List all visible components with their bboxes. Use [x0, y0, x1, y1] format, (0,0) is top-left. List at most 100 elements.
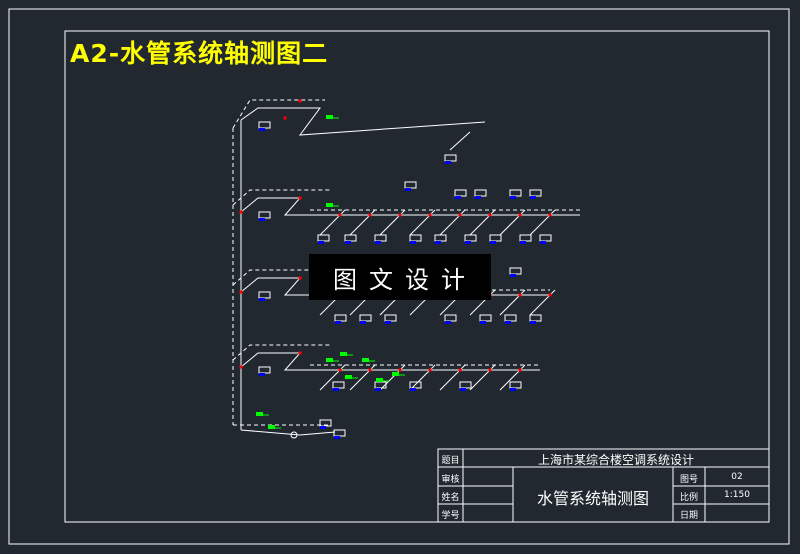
- return-pipe: [232, 344, 330, 361]
- watermark-label: 图文设计: [309, 254, 491, 300]
- valve: [298, 196, 302, 200]
- fan-coil-unit: [489, 234, 502, 242]
- fan-coil-unit: [504, 314, 517, 322]
- fan-coil-unit: [529, 314, 542, 322]
- valve: [548, 293, 552, 297]
- return-pipe: [232, 189, 330, 206]
- valve: [239, 210, 243, 214]
- row-label-title: 题目: [441, 456, 460, 466]
- valve: [398, 368, 402, 372]
- valve: [518, 368, 522, 372]
- valve: [428, 368, 432, 372]
- project-title: 上海市某综合楼空调系统设计: [537, 453, 694, 467]
- unit-tag: [268, 425, 275, 429]
- unit-base: [259, 298, 265, 301]
- unit-tag: [326, 115, 333, 119]
- fan-coil-unit: [454, 189, 467, 197]
- unit-base: [410, 241, 416, 244]
- valve: [368, 368, 372, 372]
- return-pipe: [232, 99, 325, 129]
- fan-coil-unit: [444, 154, 457, 162]
- unit-base: [333, 388, 339, 391]
- valve: [298, 99, 302, 103]
- fan-coil-unit: [258, 121, 271, 129]
- fan-coil-unit: [444, 314, 457, 322]
- unit-base: [510, 388, 516, 391]
- valve: [518, 293, 522, 297]
- fan-coil-unit: [374, 234, 387, 242]
- unit-tag: [362, 358, 369, 362]
- valve: [338, 213, 342, 217]
- return-pipe: [232, 269, 330, 286]
- valve: [398, 213, 402, 217]
- unit-base: [375, 388, 381, 391]
- fan-coil-unit: [334, 314, 347, 322]
- supply-pipe: [240, 107, 486, 136]
- unit-base: [259, 218, 265, 221]
- unit-base: [460, 388, 466, 391]
- row-label-review: 审核: [441, 475, 460, 485]
- title-block-frame: [437, 448, 770, 523]
- unit-base: [335, 321, 341, 324]
- fan-coil-unit: [404, 181, 417, 189]
- fan-coil-unit: [333, 429, 346, 437]
- fan-coil-unit: [409, 234, 422, 242]
- field-label-drawing-no: 图号: [679, 475, 698, 485]
- unit-base: [435, 241, 441, 244]
- supply-pipe: [449, 131, 471, 151]
- valve: [518, 213, 522, 217]
- fan-coil-unit: [519, 234, 532, 242]
- unit-base: [505, 321, 511, 324]
- valve: [458, 368, 462, 372]
- unit-base: [405, 188, 411, 191]
- unit-base: [530, 196, 536, 199]
- unit-base: [455, 196, 461, 199]
- unit-base: [480, 321, 486, 324]
- outer-frame: [8, 8, 790, 545]
- valve: [239, 365, 243, 369]
- field-value-drawing-no: 02: [731, 472, 743, 482]
- valve: [298, 276, 302, 280]
- valve: [368, 213, 372, 217]
- field-label-date: 日期: [679, 511, 698, 521]
- unit-base: [490, 241, 496, 244]
- valve: [488, 368, 492, 372]
- field-label-scale: 比例: [679, 493, 698, 503]
- unit-base: [385, 321, 391, 324]
- fan-coil-unit: [509, 381, 522, 389]
- unit-tag: [345, 375, 352, 379]
- terminal-units: [258, 121, 552, 439]
- fan-coil-unit: [317, 234, 330, 242]
- fan-coil-unit: [479, 314, 492, 322]
- fan-coil-unit: [258, 211, 271, 219]
- fan-coil-unit: [359, 314, 372, 322]
- fan-coil-unit: [539, 234, 552, 242]
- unit-base: [445, 321, 451, 324]
- unit-tag: [326, 358, 333, 362]
- valve: [239, 290, 243, 294]
- unit-base: [530, 321, 536, 324]
- pipe-fitting: [290, 431, 298, 439]
- unit-tag: [256, 412, 263, 416]
- fan-coil-unit: [464, 234, 477, 242]
- fan-coil-unit: [332, 381, 345, 389]
- valves: [239, 99, 552, 372]
- field-value-scale: 1:150: [724, 490, 750, 500]
- fan-coil-unit: [474, 189, 487, 197]
- fan-coil-unit: [258, 366, 271, 374]
- row-label-name: 姓名: [441, 493, 460, 503]
- unit-base: [510, 196, 516, 199]
- unit-base: [259, 373, 265, 376]
- fan-coil-unit: [459, 381, 472, 389]
- fan-coil-unit: [509, 267, 522, 275]
- supply-pipe: [240, 197, 580, 216]
- valve: [428, 213, 432, 217]
- valve: [338, 368, 342, 372]
- valve: [458, 213, 462, 217]
- unit-tag: [340, 352, 347, 356]
- fan-coil-unit: [434, 234, 447, 242]
- drawing-title: A2-水管系统轴测图二: [70, 39, 329, 68]
- fan-coil-unit: [529, 189, 542, 197]
- inner-frame: [64, 30, 770, 523]
- unit-base: [510, 274, 516, 277]
